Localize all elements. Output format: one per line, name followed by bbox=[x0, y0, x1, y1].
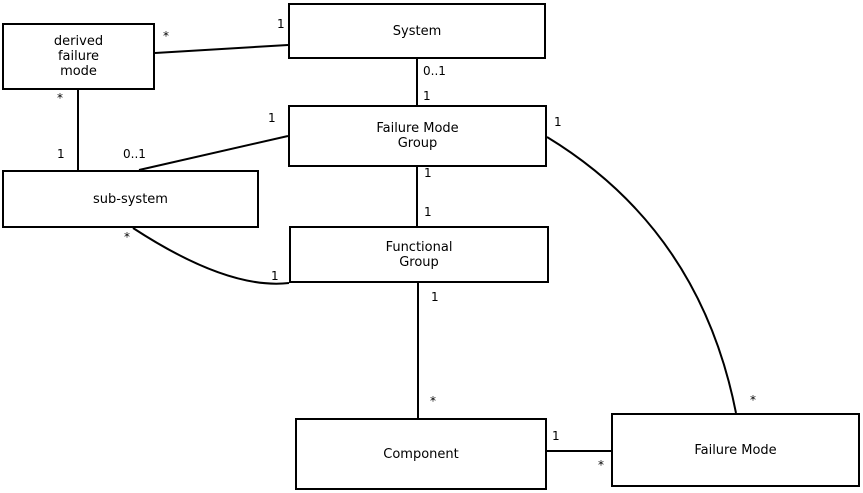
edge-fmgroup-to-failuremode bbox=[546, 136, 737, 414]
multiplicity-fmgroup-right-one: 1 bbox=[554, 115, 562, 129]
multiplicity-system-left-one: 1 bbox=[277, 17, 285, 31]
multiplicity-functionalgroup-left-one: 1 bbox=[271, 269, 279, 283]
multiplicity-subsystem-top-one: 1 bbox=[57, 147, 65, 161]
class-box-functional-group[interactable]: Functional Group bbox=[289, 226, 549, 283]
class-box-derived-failure-mode[interactable]: derived failure mode bbox=[2, 23, 155, 90]
multiplicity-failuremode-top-star: * bbox=[750, 393, 756, 407]
multiplicity-failuremode-left-star: * bbox=[598, 458, 604, 472]
class-label-component: Component bbox=[383, 446, 459, 462]
class-box-failure-mode-group[interactable]: Failure Mode Group bbox=[288, 105, 547, 167]
class-box-failure-mode[interactable]: Failure Mode bbox=[611, 413, 860, 487]
class-label-system: System bbox=[392, 23, 442, 39]
class-label-failure-mode-group: Failure Mode Group bbox=[376, 121, 459, 151]
multiplicity-functionalgroup-top-one: 1 bbox=[424, 205, 432, 219]
multiplicity-derived-star: * bbox=[163, 29, 169, 43]
multiplicity-component-right-one: 1 bbox=[552, 429, 560, 443]
class-label-failure-mode: Failure Mode bbox=[694, 442, 777, 458]
multiplicity-subsystem-bottom-star: * bbox=[124, 230, 130, 244]
class-label-sub-system: sub-system bbox=[93, 191, 168, 207]
class-box-sub-system[interactable]: sub-system bbox=[2, 170, 259, 228]
multiplicity-fmgroup-top-one: 1 bbox=[423, 89, 431, 103]
multiplicity-functionalgroup-bottom-one: 1 bbox=[431, 290, 439, 304]
multiplicity-fmgroup-left-one: 1 bbox=[268, 111, 276, 125]
edge-derived-to-system bbox=[154, 44, 289, 54]
multiplicity-derived-bottom-star: * bbox=[57, 91, 63, 105]
multiplicity-subsystem-zero-one: 0..1 bbox=[123, 147, 146, 161]
multiplicity-system-bottom-zero-one: 0..1 bbox=[423, 64, 446, 78]
multiplicity-component-top-star: * bbox=[430, 394, 436, 408]
class-label-functional-group: Functional Group bbox=[385, 239, 453, 270]
class-label-derived-failure-mode: derived failure mode bbox=[53, 34, 104, 79]
multiplicity-fmgroup-bottom-one: 1 bbox=[424, 166, 432, 180]
edge-subsystem-to-fmgroup bbox=[138, 135, 289, 171]
class-box-system[interactable]: System bbox=[288, 3, 546, 59]
class-box-component[interactable]: Component bbox=[295, 418, 547, 490]
edge-subsystem-to-functionalgroup bbox=[132, 227, 290, 285]
